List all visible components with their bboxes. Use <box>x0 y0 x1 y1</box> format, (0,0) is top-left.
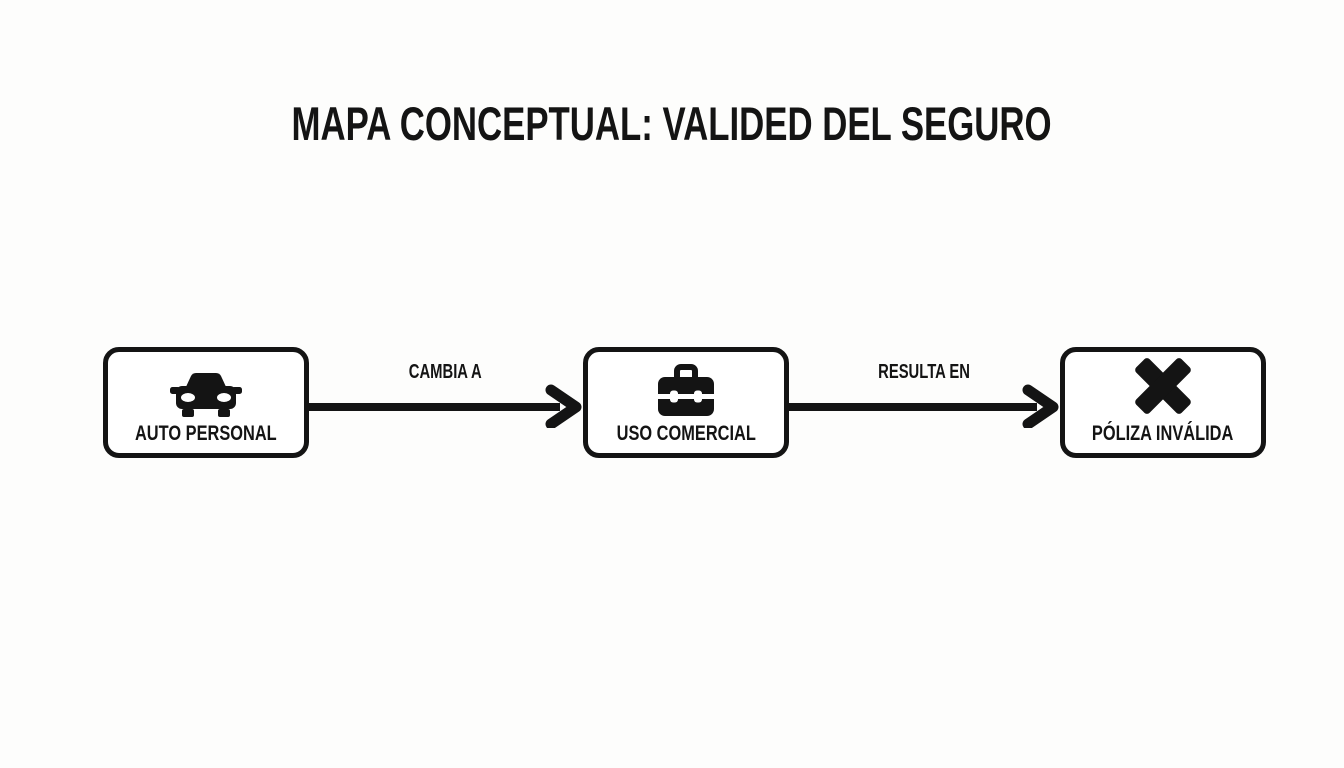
arrow-right-icon <box>308 384 582 428</box>
node-uso-comercial: USO COMERCIAL <box>583 347 789 458</box>
edge-cambia-a: CAMBIA A <box>308 362 583 428</box>
edge-resulta-en: RESULTA EN <box>788 362 1060 428</box>
node-label: AUTO PERSONAL <box>135 422 277 445</box>
edge-label: CAMBIA A <box>409 361 482 383</box>
node-poliza-invalida: PÓLIZA INVÁLIDA <box>1060 347 1266 458</box>
edge-label: RESULTA EN <box>878 361 970 383</box>
node-label: PÓLIZA INVÁLIDA <box>1092 422 1234 445</box>
car-icon <box>169 352 243 420</box>
page-title-text: MAPA CONCEPTUAL: VALIDED DEL SEGURO <box>291 97 1053 150</box>
arrow-right-icon <box>788 384 1059 428</box>
node-label: USO COMERCIAL <box>616 422 756 445</box>
node-auto-personal: AUTO PERSONAL <box>103 347 309 458</box>
x-mark-icon <box>1128 352 1198 420</box>
page-title: MAPA CONCEPTUAL: VALIDED DEL SEGURO <box>0 98 1344 150</box>
briefcase-icon <box>653 352 719 420</box>
